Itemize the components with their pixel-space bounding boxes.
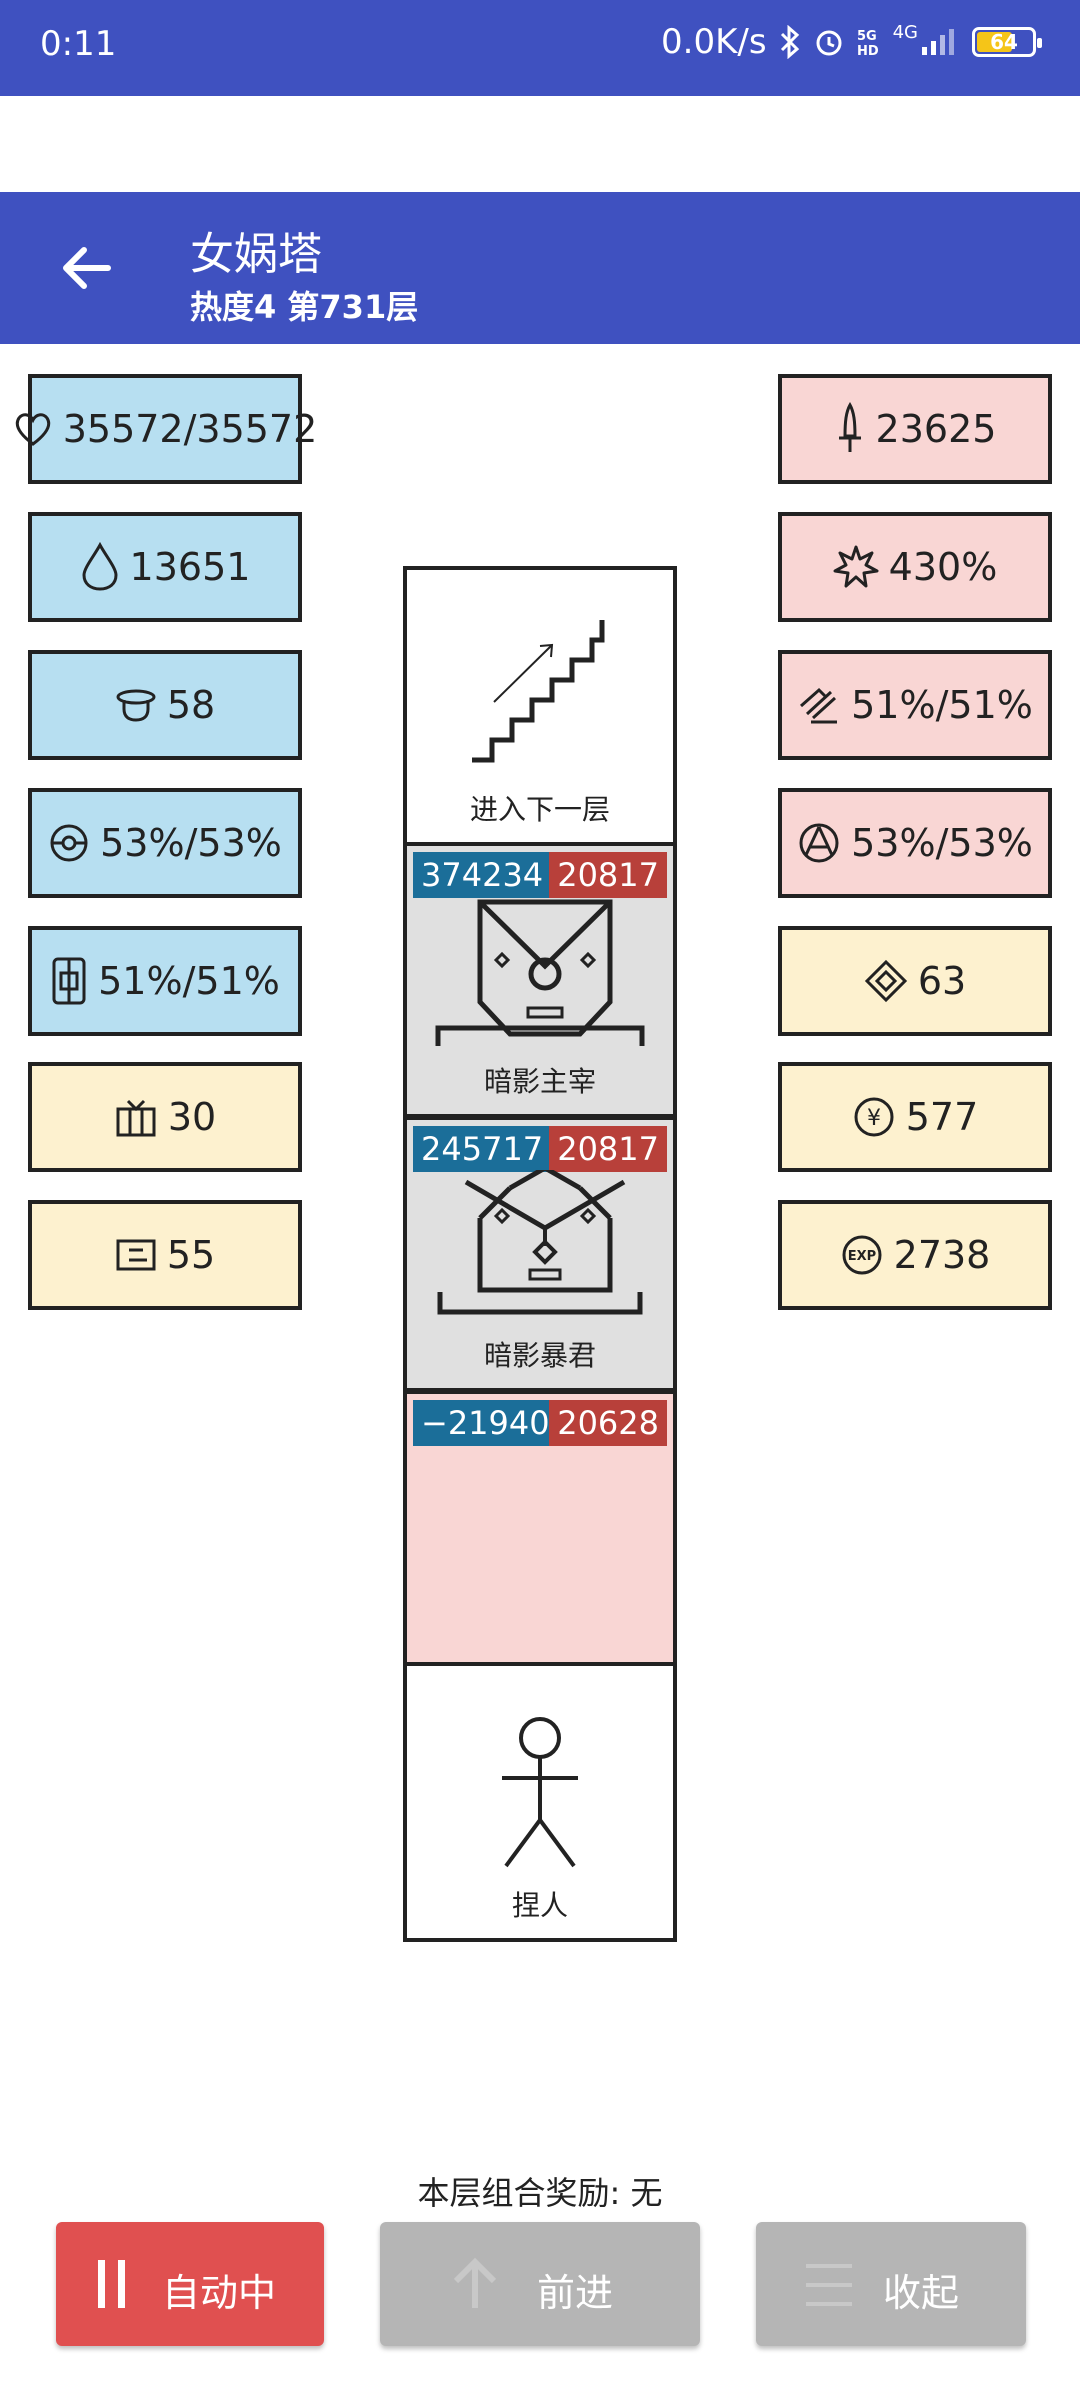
signal-label: 4G xyxy=(892,22,918,43)
stat-value: 430% xyxy=(888,545,998,589)
alarm-icon xyxy=(816,30,842,56)
svg-text:5G: 5G xyxy=(857,29,877,44)
floor-reward-text: 本层组合奖励: 无 xyxy=(417,2174,663,2212)
cell-hp-tag: −21940 xyxy=(413,1400,558,1446)
helmet-icon xyxy=(116,689,156,722)
stat-value: 23625 xyxy=(875,407,997,451)
stat-value: 58 xyxy=(166,683,216,727)
stairs-icon xyxy=(472,620,605,763)
cell-attack-tag: 20628 xyxy=(549,1400,667,1446)
slash-icon xyxy=(800,687,838,724)
stat-gift: 30 xyxy=(28,1062,302,1172)
player-label: 捏人 xyxy=(511,1889,568,1922)
net-speed: 0.0K/s xyxy=(661,22,767,62)
triangle-icon xyxy=(799,823,839,863)
heart-icon xyxy=(15,413,50,446)
stat-value: 55 xyxy=(166,1233,216,1277)
collapse-button-label: 收起 xyxy=(882,2271,959,2315)
shield-icon xyxy=(52,957,86,1005)
svg-text:¥: ¥ xyxy=(867,1106,881,1131)
stat-value: 63 xyxy=(917,959,967,1003)
monster-hp-tag: 374234 xyxy=(413,852,552,898)
stat-triangle: 53%/53% xyxy=(778,788,1052,898)
monster-attack-tag: 20817 xyxy=(549,852,667,898)
shadow-tyrant-icon xyxy=(437,1170,643,1315)
tower-monster-cell[interactable]: 374234 20817 暗影主宰 xyxy=(403,842,677,1118)
battery-fill xyxy=(977,32,1012,52)
battery-icon: 64 xyxy=(972,27,1042,57)
stat-value: 53%/53% xyxy=(851,821,1033,865)
page-subtitle: 热度4 第731层 xyxy=(190,288,419,326)
drop-icon xyxy=(82,542,118,591)
sword-icon xyxy=(838,402,861,452)
app-bar: 女娲塔 热度4 第731层 xyxy=(0,192,1080,344)
card-icon xyxy=(116,1239,156,1271)
signal-icon xyxy=(922,29,954,55)
stat-gold: ¥ 577 xyxy=(778,1062,1052,1172)
stat-card: 55 xyxy=(28,1200,302,1310)
player-stickman-icon xyxy=(502,1717,578,1868)
stat-attack: 23625 xyxy=(778,374,1052,484)
forward-button-label: 前进 xyxy=(536,2271,613,2315)
svg-text:HD: HD xyxy=(857,44,879,58)
up-arrow-icon xyxy=(453,2257,497,2308)
svg-text:EXP: EXP xyxy=(847,1249,875,1264)
stat-orb: 53%/53% xyxy=(28,788,302,898)
list-icon xyxy=(806,2264,852,2306)
stat-block: 51%/51% xyxy=(28,926,302,1036)
stat-exp: EXP 2738 xyxy=(778,1200,1052,1310)
stat-value: 2738 xyxy=(893,1233,991,1277)
monster-name: 暗影主宰 xyxy=(483,1065,596,1098)
monster-attack-tag: 20817 xyxy=(549,1126,667,1172)
bluetooth-icon xyxy=(780,25,799,59)
diamond-icon xyxy=(864,959,907,1003)
pause-icon xyxy=(98,2260,125,2308)
yen-icon: ¥ xyxy=(854,1097,894,1137)
forward-button[interactable]: 前进 xyxy=(380,2222,700,2346)
stat-crit-damage: 430% xyxy=(778,512,1052,622)
stairs-label: 进入下一层 xyxy=(469,793,610,826)
stat-value: 35572/35572 xyxy=(62,407,318,451)
stat-value: 577 xyxy=(905,1095,979,1139)
burst-icon xyxy=(833,545,879,588)
back-arrow-icon xyxy=(63,247,111,289)
stat-value: 51%/51% xyxy=(851,683,1033,727)
battery-level: 64 xyxy=(990,30,1018,54)
page-title: 女娲塔 xyxy=(190,229,322,280)
tower-monster-cell[interactable]: 245717 20817 暗影暴君 xyxy=(403,1116,677,1392)
orb-icon xyxy=(50,824,88,862)
stat-defense: 58 xyxy=(28,650,302,760)
stat-value: 30 xyxy=(167,1095,217,1139)
stat-pierce: 51%/51% xyxy=(778,650,1052,760)
tower-empty-cell[interactable]: −21940 20628 xyxy=(403,1390,677,1666)
auto-button[interactable]: 自动中 xyxy=(56,2222,324,2346)
status-time: 0:11 xyxy=(40,24,117,64)
tower-stairs-cell[interactable]: 进入下一层 xyxy=(403,566,677,846)
shadow-lord-icon xyxy=(435,899,645,1046)
stat-value: 13651 xyxy=(129,545,251,589)
auto-button-label: 自动中 xyxy=(161,2271,276,2315)
exp-icon: EXP xyxy=(842,1235,882,1275)
stat-gem: 63 xyxy=(778,926,1052,1036)
back-button[interactable] xyxy=(50,232,122,304)
tower-player-cell[interactable]: 捏人 xyxy=(403,1662,677,1942)
stat-value: 51%/51% xyxy=(98,959,280,1003)
stat-value: 53%/53% xyxy=(100,821,282,865)
collapse-button[interactable]: 收起 xyxy=(756,2222,1026,2346)
monster-hp-tag: 245717 xyxy=(413,1126,552,1172)
stat-mana: 13651 xyxy=(28,512,302,622)
monster-name: 暗影暴君 xyxy=(483,1339,596,1372)
gift-icon xyxy=(116,1099,156,1137)
stat-hp: 35572/35572 xyxy=(15,374,317,484)
